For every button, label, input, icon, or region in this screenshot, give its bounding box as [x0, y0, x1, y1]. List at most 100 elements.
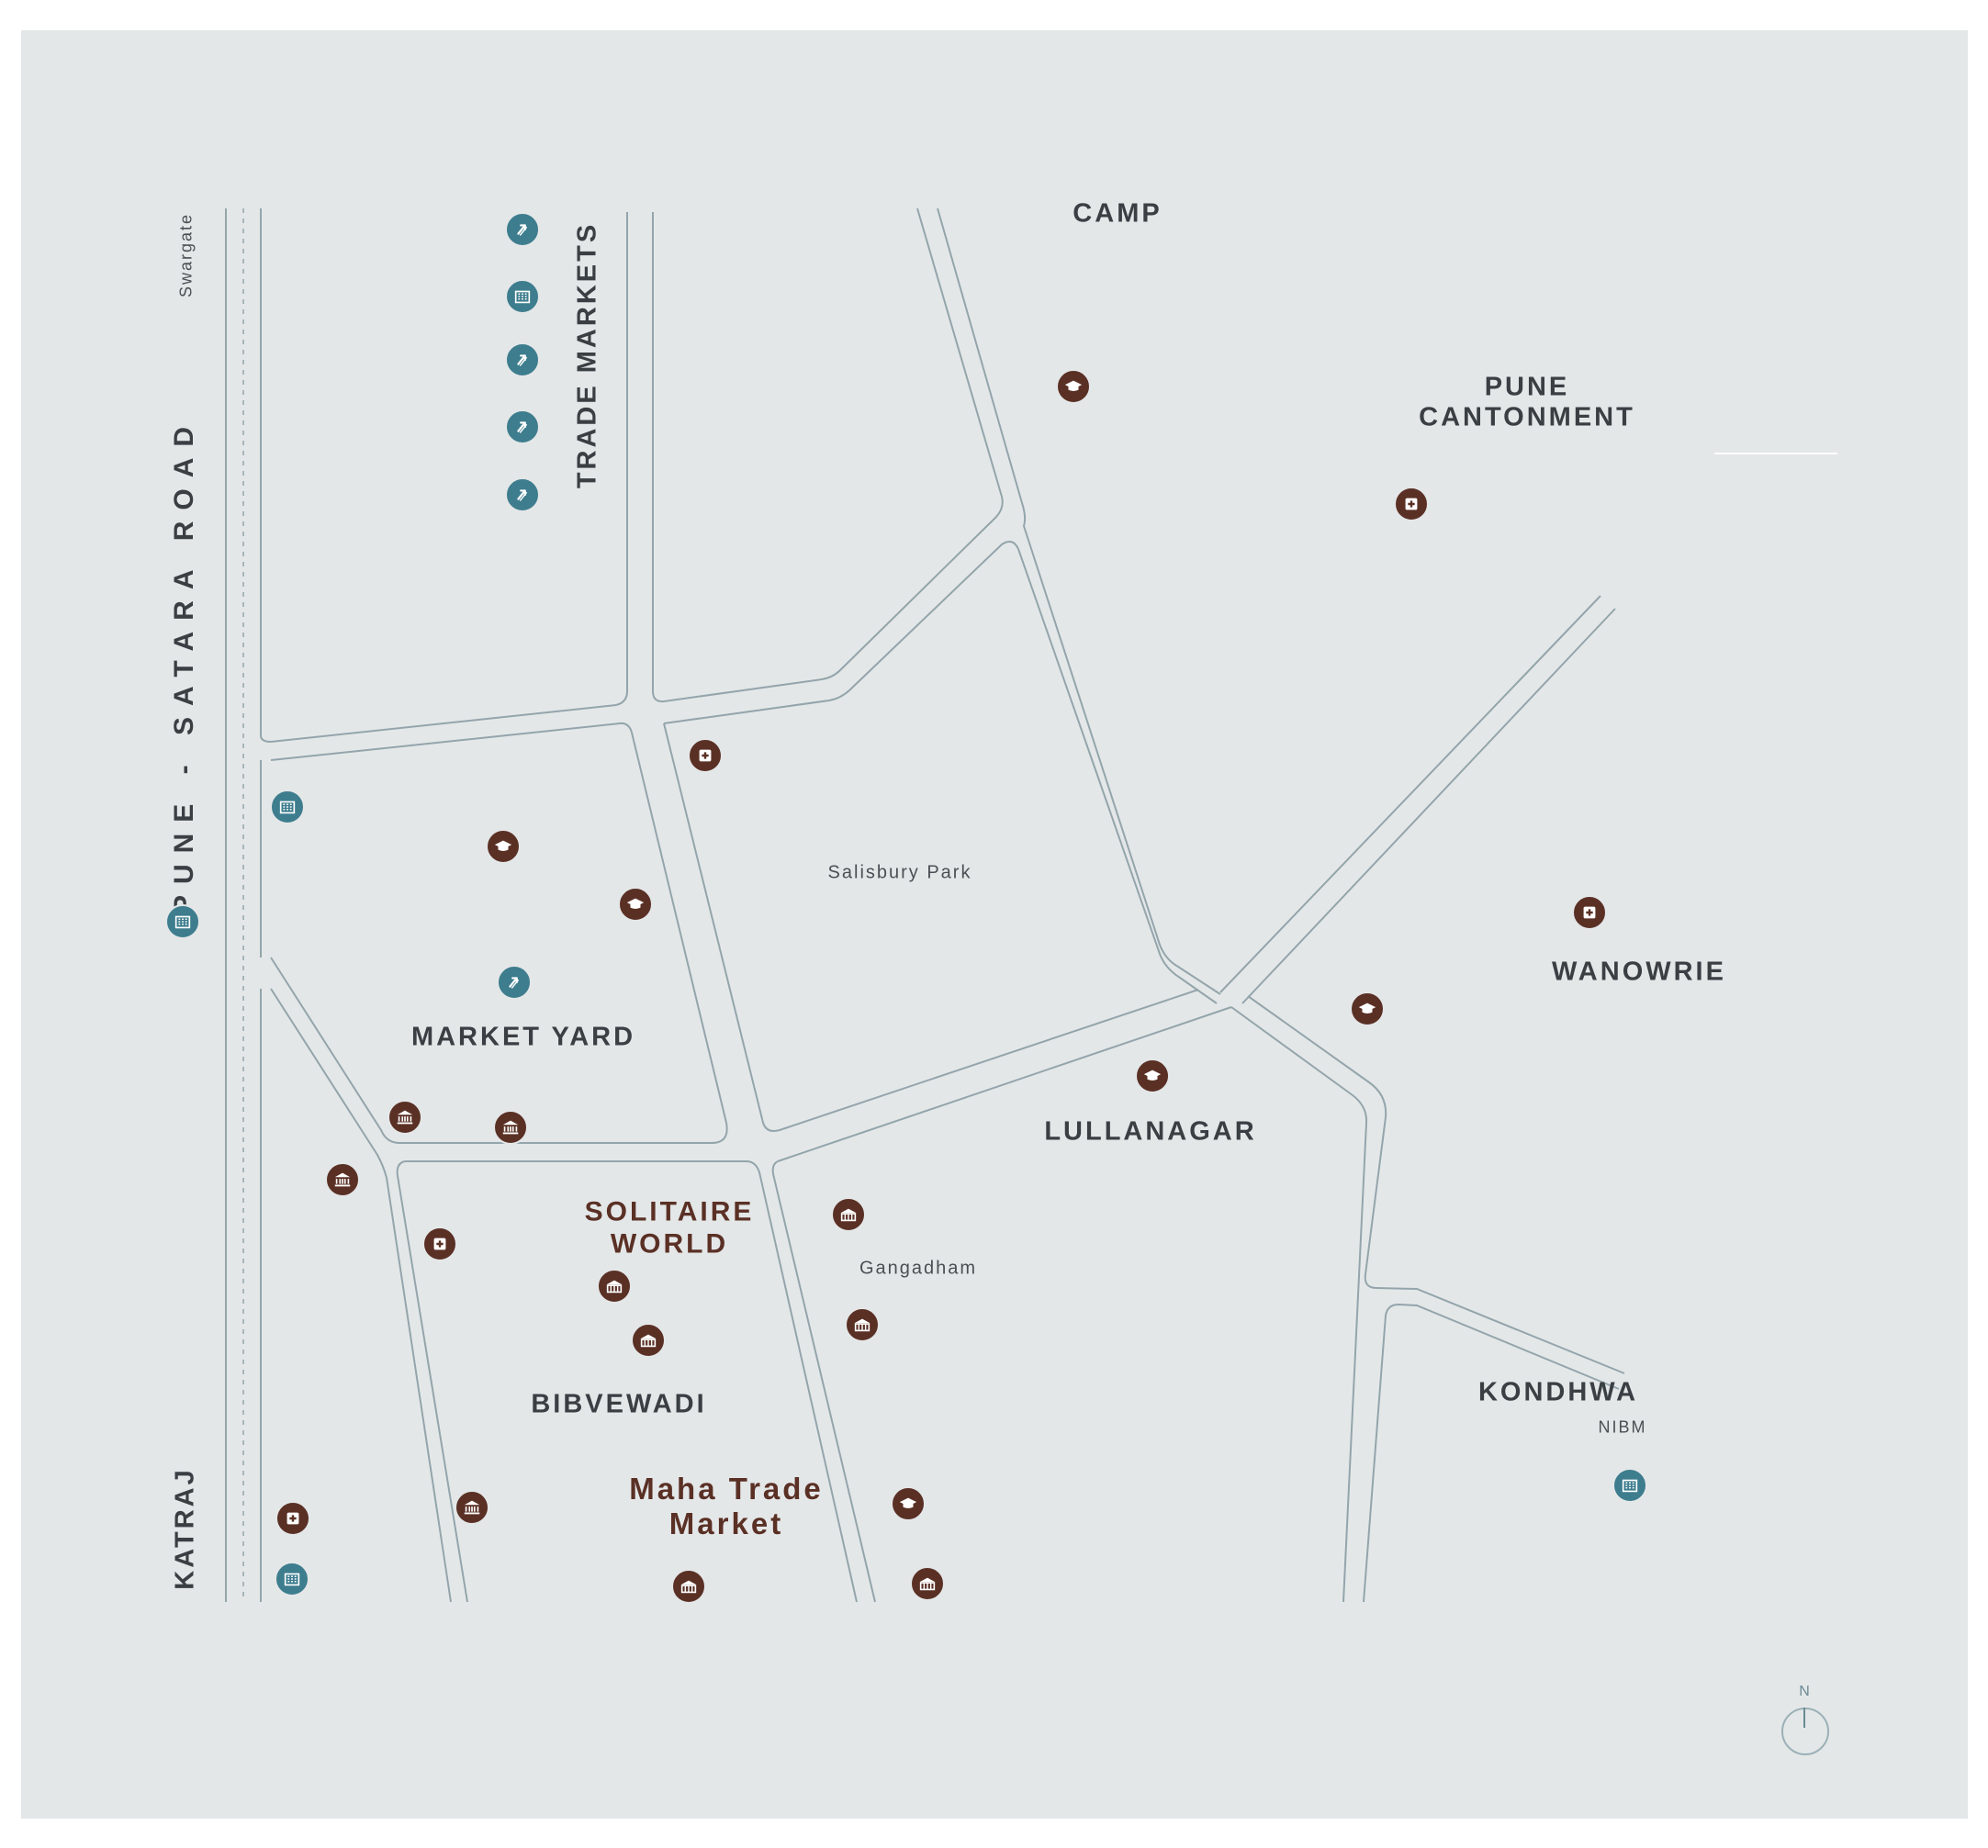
education-icon — [625, 894, 646, 914]
poi-marker-business[interactable] — [505, 477, 540, 512]
poi-marker-mall[interactable] — [631, 1323, 666, 1358]
road-ne-1 — [1219, 595, 1601, 993]
poi-marker-office-building[interactable] — [1612, 1468, 1647, 1503]
label-swargate: Swargate — [176, 212, 196, 298]
label-katraj: KATRAJ — [170, 1467, 200, 1590]
office-building-icon — [173, 912, 193, 932]
business-icon — [512, 219, 533, 240]
poi-marker-hospital[interactable] — [422, 1226, 457, 1261]
poi-marker-bank[interactable] — [325, 1162, 360, 1197]
mall-icon — [679, 1576, 699, 1596]
mall-icon — [838, 1204, 859, 1225]
label-kondhwa: KONDHWA — [1477, 1377, 1639, 1407]
label-solitaire-world: SOLITAIRE WORLD — [584, 1196, 755, 1260]
road-ne-2 — [1241, 608, 1616, 1004]
bank-icon — [462, 1497, 482, 1518]
hospital-icon — [283, 1508, 303, 1529]
label-lullanagar: LULLANAGAR — [1044, 1116, 1257, 1147]
road-top-row-2 — [270, 722, 633, 761]
poi-marker-office-building[interactable] — [275, 1562, 309, 1596]
business-icon — [512, 417, 533, 437]
road-camp-right — [937, 207, 1221, 995]
education-icon — [1063, 376, 1084, 397]
compass-ring-icon — [1781, 1708, 1829, 1755]
poi-marker-mall[interactable] — [831, 1197, 866, 1232]
poi-marker-bank[interactable] — [387, 1100, 422, 1135]
road-trade-left — [615, 212, 628, 706]
label-wanowrie: WANOWRIE — [1552, 957, 1726, 987]
label-maha-trade-market: Maha Trade Market — [629, 1472, 824, 1540]
road-center-3 — [777, 1006, 1232, 1162]
poi-marker-business[interactable] — [505, 342, 540, 377]
label-trade-markets: TRADE MARKETS — [572, 221, 602, 489]
label-gangadham: Gangadham — [859, 1258, 978, 1279]
label-nibm: NIBM — [1598, 1417, 1647, 1437]
office-building-icon — [512, 286, 533, 307]
hospital-icon — [1401, 494, 1421, 514]
road-center-2 — [663, 722, 1199, 1132]
road-center-1 — [270, 732, 728, 1144]
road-network — [225, 207, 1837, 1603]
map-panel[interactable]: CAMP PUNE CANTONMENT WANOWRIE LULLANAGAR… — [21, 30, 1968, 1819]
poi-marker-mall[interactable] — [845, 1307, 880, 1342]
education-icon — [1142, 1066, 1162, 1086]
hospital-icon — [430, 1234, 450, 1254]
north-compass: N — [1779, 1684, 1830, 1757]
mall-icon — [852, 1315, 872, 1335]
road-center-4 — [270, 988, 452, 1603]
poi-marker-hospital[interactable] — [688, 738, 723, 773]
business-icon — [512, 485, 533, 505]
business-icon — [504, 972, 524, 992]
road-east-3 — [1363, 1303, 1620, 1603]
mall-icon — [917, 1574, 938, 1594]
poi-marker-bank[interactable] — [493, 1110, 528, 1145]
label-salisbury-park: Salisbury Park — [827, 862, 972, 883]
poi-marker-business[interactable] — [497, 965, 532, 1000]
road-top-row-3 — [663, 207, 1004, 702]
office-building-icon — [277, 797, 298, 817]
hospital-icon — [695, 745, 715, 766]
mall-icon — [604, 1276, 624, 1296]
road-top-row-4 — [663, 540, 1218, 1004]
road-trade-right — [652, 212, 665, 703]
poi-marker-education[interactable] — [1056, 369, 1091, 404]
road-center-7 — [771, 1160, 876, 1603]
education-icon — [898, 1494, 918, 1514]
poi-marker-education[interactable] — [891, 1486, 926, 1521]
poi-marker-business[interactable] — [505, 409, 540, 444]
bank-icon — [332, 1170, 353, 1190]
poi-marker-hospital[interactable] — [275, 1501, 310, 1536]
compass-needle-icon — [1803, 1708, 1805, 1728]
poi-marker-business[interactable] — [505, 212, 540, 247]
office-building-icon — [1620, 1475, 1640, 1495]
poi-marker-education[interactable] — [618, 887, 653, 922]
label-market-yard: MARKET YARD — [410, 1022, 636, 1052]
label-camp: CAMP — [1073, 198, 1162, 229]
poi-marker-office-building[interactable] — [270, 790, 305, 824]
business-icon — [512, 350, 533, 370]
poi-marker-education[interactable] — [1350, 991, 1385, 1026]
education-icon — [493, 836, 513, 857]
poi-marker-mall[interactable] — [910, 1566, 945, 1601]
poi-marker-office-building[interactable] — [165, 904, 200, 939]
road-center-6 — [396, 1160, 468, 1603]
poi-marker-hospital[interactable] — [1572, 895, 1607, 930]
compass-north-label: N — [1799, 1684, 1810, 1699]
poi-marker-mall[interactable] — [597, 1269, 632, 1304]
office-building-icon — [282, 1569, 302, 1589]
bank-icon — [395, 1107, 415, 1127]
poi-marker-mall[interactable] — [671, 1569, 706, 1604]
label-pune-satara-road: PUNE - SATARA ROAD — [168, 415, 199, 914]
bank-icon — [500, 1117, 521, 1137]
poi-marker-education[interactable] — [486, 829, 521, 864]
mall-icon — [638, 1330, 658, 1350]
poi-marker-hospital[interactable] — [1394, 487, 1429, 521]
poi-marker-education[interactable] — [1135, 1058, 1170, 1093]
road-east-1 — [1230, 1006, 1368, 1603]
poi-marker-office-building[interactable] — [505, 279, 540, 314]
poi-marker-bank[interactable] — [455, 1490, 489, 1525]
road-top-row-1 — [260, 704, 617, 744]
label-pune-cantonment: PUNE CANTONMENT — [1419, 372, 1635, 432]
education-icon — [1357, 999, 1377, 1019]
road-east-2 — [1247, 995, 1625, 1374]
